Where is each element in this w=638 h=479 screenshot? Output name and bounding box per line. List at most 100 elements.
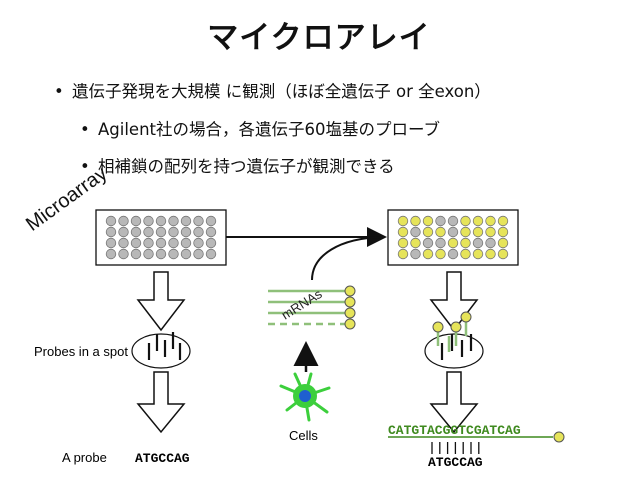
probes-in-spot-label: Probes in a spot [34, 344, 128, 359]
array-spot [143, 237, 154, 249]
array-spot [130, 237, 142, 249]
bullet-text: 相補鎖の配列を持つ遺伝子が観測できる [98, 157, 395, 176]
array-spot [143, 226, 154, 238]
spot-ellipse [424, 333, 484, 369]
array-spot [118, 237, 129, 249]
array-spot [447, 248, 459, 260]
bound-probe-sequence: ATGCCAG [428, 455, 483, 470]
probe-label: A probe [62, 450, 107, 465]
array-spot [105, 237, 117, 249]
page-title: マイクロアレイ [207, 20, 431, 56]
array-spot [205, 226, 217, 238]
array-spot [193, 248, 204, 260]
array-spot [485, 226, 496, 238]
array-spot [485, 215, 496, 227]
down-arrow-icon [429, 371, 479, 434]
target-sequence: CATGTACGGTCGATCAG [388, 423, 521, 438]
array-spot [205, 215, 217, 227]
array-spot [155, 215, 167, 227]
bound-mrna [436, 320, 468, 352]
left-spot-grid [105, 215, 217, 260]
array-spot [472, 237, 484, 249]
array-spot [193, 215, 204, 227]
array-spot [410, 248, 421, 260]
array-spot [422, 226, 434, 238]
array-spot [422, 237, 434, 249]
array-spot [410, 226, 421, 238]
array-spot [168, 215, 179, 227]
array-spot [105, 248, 117, 260]
array-spot [497, 237, 509, 249]
array-spot [130, 215, 142, 227]
down-arrow-icon [136, 371, 186, 434]
array-spot [435, 226, 446, 238]
array-spot [397, 248, 409, 260]
array-spot [397, 215, 409, 227]
array-spot [472, 215, 484, 227]
probe-strands [147, 332, 182, 360]
array-spot [397, 226, 409, 238]
array-spot [180, 215, 192, 227]
array-spot [155, 237, 167, 249]
array-spot [180, 226, 192, 238]
array-spot [180, 237, 192, 249]
array-spot [422, 248, 434, 260]
bullet-text: 遺伝子発現を大規模 に観測（ほぼ全遺伝子 or 全exon） [72, 82, 491, 101]
spot-ellipse [131, 333, 191, 369]
array-spot [460, 215, 471, 227]
array-spot [410, 215, 421, 227]
cell-icon [279, 372, 331, 422]
base-pair-ticks [431, 442, 480, 454]
array-spot [168, 237, 179, 249]
bullet-item: •遺伝子発現を大規模 に観測（ほぼ全遺伝子 or 全exon） [54, 82, 491, 101]
array-spot [155, 226, 167, 238]
array-spot [155, 248, 167, 260]
label-dot [553, 431, 565, 443]
array-spot [422, 215, 434, 227]
bullet-item: •Agilent社の場合，各遺伝子60塩基のプローブ [80, 120, 441, 139]
array-spot [472, 248, 484, 260]
array-spot [410, 237, 421, 249]
array-spot [485, 248, 496, 260]
array-spot [118, 248, 129, 260]
array-spot [497, 215, 509, 227]
array-spot [497, 248, 509, 260]
array-spot [497, 226, 509, 238]
array-spot [435, 237, 446, 249]
mrna-strands [268, 285, 356, 330]
right-spot-grid [397, 215, 509, 260]
mrna-flow-curve [311, 236, 384, 281]
array-spot [397, 237, 409, 249]
array-spot [143, 215, 154, 227]
array-spot [130, 226, 142, 238]
array-spot [205, 248, 217, 260]
array-spot [485, 237, 496, 249]
array-spot [130, 248, 142, 260]
down-arrow-icon [429, 271, 479, 332]
array-spot [447, 215, 459, 227]
array-spot [460, 248, 471, 260]
array-spot [435, 248, 446, 260]
array-spot [105, 215, 117, 227]
array-spot [447, 237, 459, 249]
array-spot [180, 248, 192, 260]
cells-label: Cells [289, 428, 318, 443]
array-spot [168, 226, 179, 238]
array-spot [460, 237, 471, 249]
bullet-item: •相補鎖の配列を持つ遺伝子が観測できる [80, 157, 395, 176]
probe-sequence: ATGCCAG [135, 451, 190, 466]
down-arrow-icon [136, 271, 186, 332]
array-spot [205, 237, 217, 249]
array-spot [143, 248, 154, 260]
bullet-text: Agilent社の場合，各遺伝子60塩基のプローブ [98, 120, 441, 139]
array-spot [435, 215, 446, 227]
array-spot [118, 215, 129, 227]
array-spot [105, 226, 117, 238]
array-spot [193, 237, 204, 249]
array-spot [168, 248, 179, 260]
array-spot [472, 226, 484, 238]
array-spot [447, 226, 459, 238]
array-spot [118, 226, 129, 238]
array-spot [193, 226, 204, 238]
